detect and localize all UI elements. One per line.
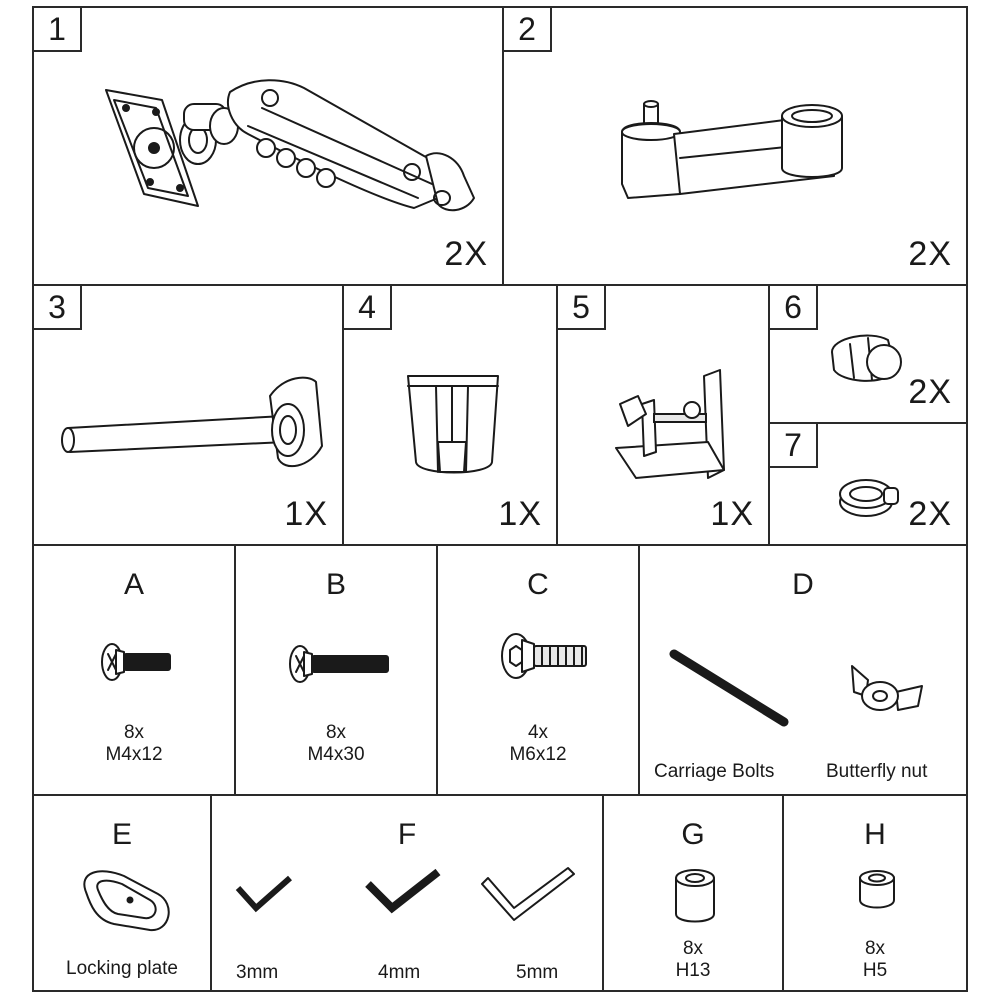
phillips-screw-long-icon [289, 645, 389, 683]
collar-ring-icon [831, 334, 902, 382]
part-7-panel: 7 2X [768, 422, 968, 546]
locking-plate-label: Locking plate [66, 958, 178, 979]
part-6-panel: 6 2X [768, 284, 968, 424]
hardware-f-panel: F 3mm 4mm 5mm [210, 794, 604, 992]
carriage-bolt-icon [669, 649, 789, 727]
hardware-d-panel: D Carriage Bolts Butterfly nut [638, 544, 968, 796]
carriage-bolt-label: Carriage Bolts [654, 761, 775, 782]
desk-clamp-icon [615, 369, 725, 479]
phillips-screw-short-icon [101, 643, 171, 681]
part-number: 4 [342, 284, 392, 330]
part-quantity: 1X [498, 495, 542, 533]
hardware-count: 8x [325, 722, 347, 743]
part-quantity: 2X [444, 235, 488, 273]
part-number: 5 [556, 284, 606, 330]
part-2-panel: 2 2X [502, 6, 968, 286]
part-number: 7 [768, 422, 818, 468]
spacer-short-icon [859, 870, 895, 909]
part-quantity: 2X [908, 373, 952, 411]
part-number: 1 [32, 6, 82, 52]
pole-icon [61, 376, 323, 467]
hardware-letter: B [325, 568, 346, 601]
hex-key-3mm-label: 3mm [236, 962, 279, 983]
part-5-panel: 5 1X [556, 284, 770, 546]
hardware-size: M6x12 [509, 744, 567, 765]
part-4-panel: 4 1X [342, 284, 558, 546]
hardware-count: 8x [864, 938, 886, 959]
hardware-e-panel: E Locking plate [32, 794, 212, 992]
hardware-letter: H [864, 818, 886, 851]
hardware-g-panel: G 8x H13 [602, 794, 784, 992]
hardware-letter: F [397, 818, 417, 851]
wing-nut-icon [851, 665, 923, 711]
part-quantity: 1X [284, 495, 328, 533]
monitor-arm-icon [105, 79, 475, 212]
part-quantity: 1X [710, 495, 754, 533]
part-3-panel: 3 1X [32, 284, 344, 546]
hardware-h-panel: H 8x H5 [782, 794, 968, 992]
hardware-count: 8x [682, 938, 704, 959]
hardware-letter: A [123, 568, 144, 601]
cable-clip-icon [407, 375, 499, 474]
hardware-size: H13 [675, 960, 711, 981]
hardware-b-panel: B 8x M4x30 [234, 544, 438, 796]
hex-key-4mm-icon [365, 868, 441, 914]
part-number: 3 [32, 284, 82, 330]
wing-nut-label: Butterfly nut [826, 761, 928, 782]
hex-key-5mm-icon [481, 867, 575, 921]
split-ring-icon [839, 479, 899, 517]
hex-key-4mm-label: 4mm [378, 962, 421, 983]
hardware-letter: G [681, 818, 705, 851]
hardware-size: M4x12 [105, 744, 163, 765]
hex-key-3mm-icon [235, 875, 292, 913]
part-quantity: 2X [908, 235, 952, 273]
hardware-count: 4x [527, 722, 549, 743]
hardware-count: 8x [123, 722, 145, 743]
spacer-tall-icon [675, 869, 715, 923]
hardware-a-panel: A 8x M4x12 [32, 544, 236, 796]
hardware-letter: E [111, 818, 132, 851]
hardware-letter: D [792, 568, 814, 601]
locking-plate-icon [83, 870, 170, 932]
part-quantity: 2X [908, 495, 952, 533]
part-number: 2 [502, 6, 552, 52]
part-number: 6 [768, 284, 818, 330]
hex-key-5mm-label: 5mm [516, 962, 559, 983]
arm-extension-icon [621, 100, 843, 199]
part-1-panel: 1 2X [32, 6, 504, 286]
hardware-size: H5 [862, 960, 888, 981]
hardware-size: M4x30 [307, 744, 365, 765]
hex-socket-screw-icon [501, 633, 587, 679]
hardware-c-panel: C 4x M6x12 [436, 544, 640, 796]
hardware-letter: C [527, 568, 549, 601]
